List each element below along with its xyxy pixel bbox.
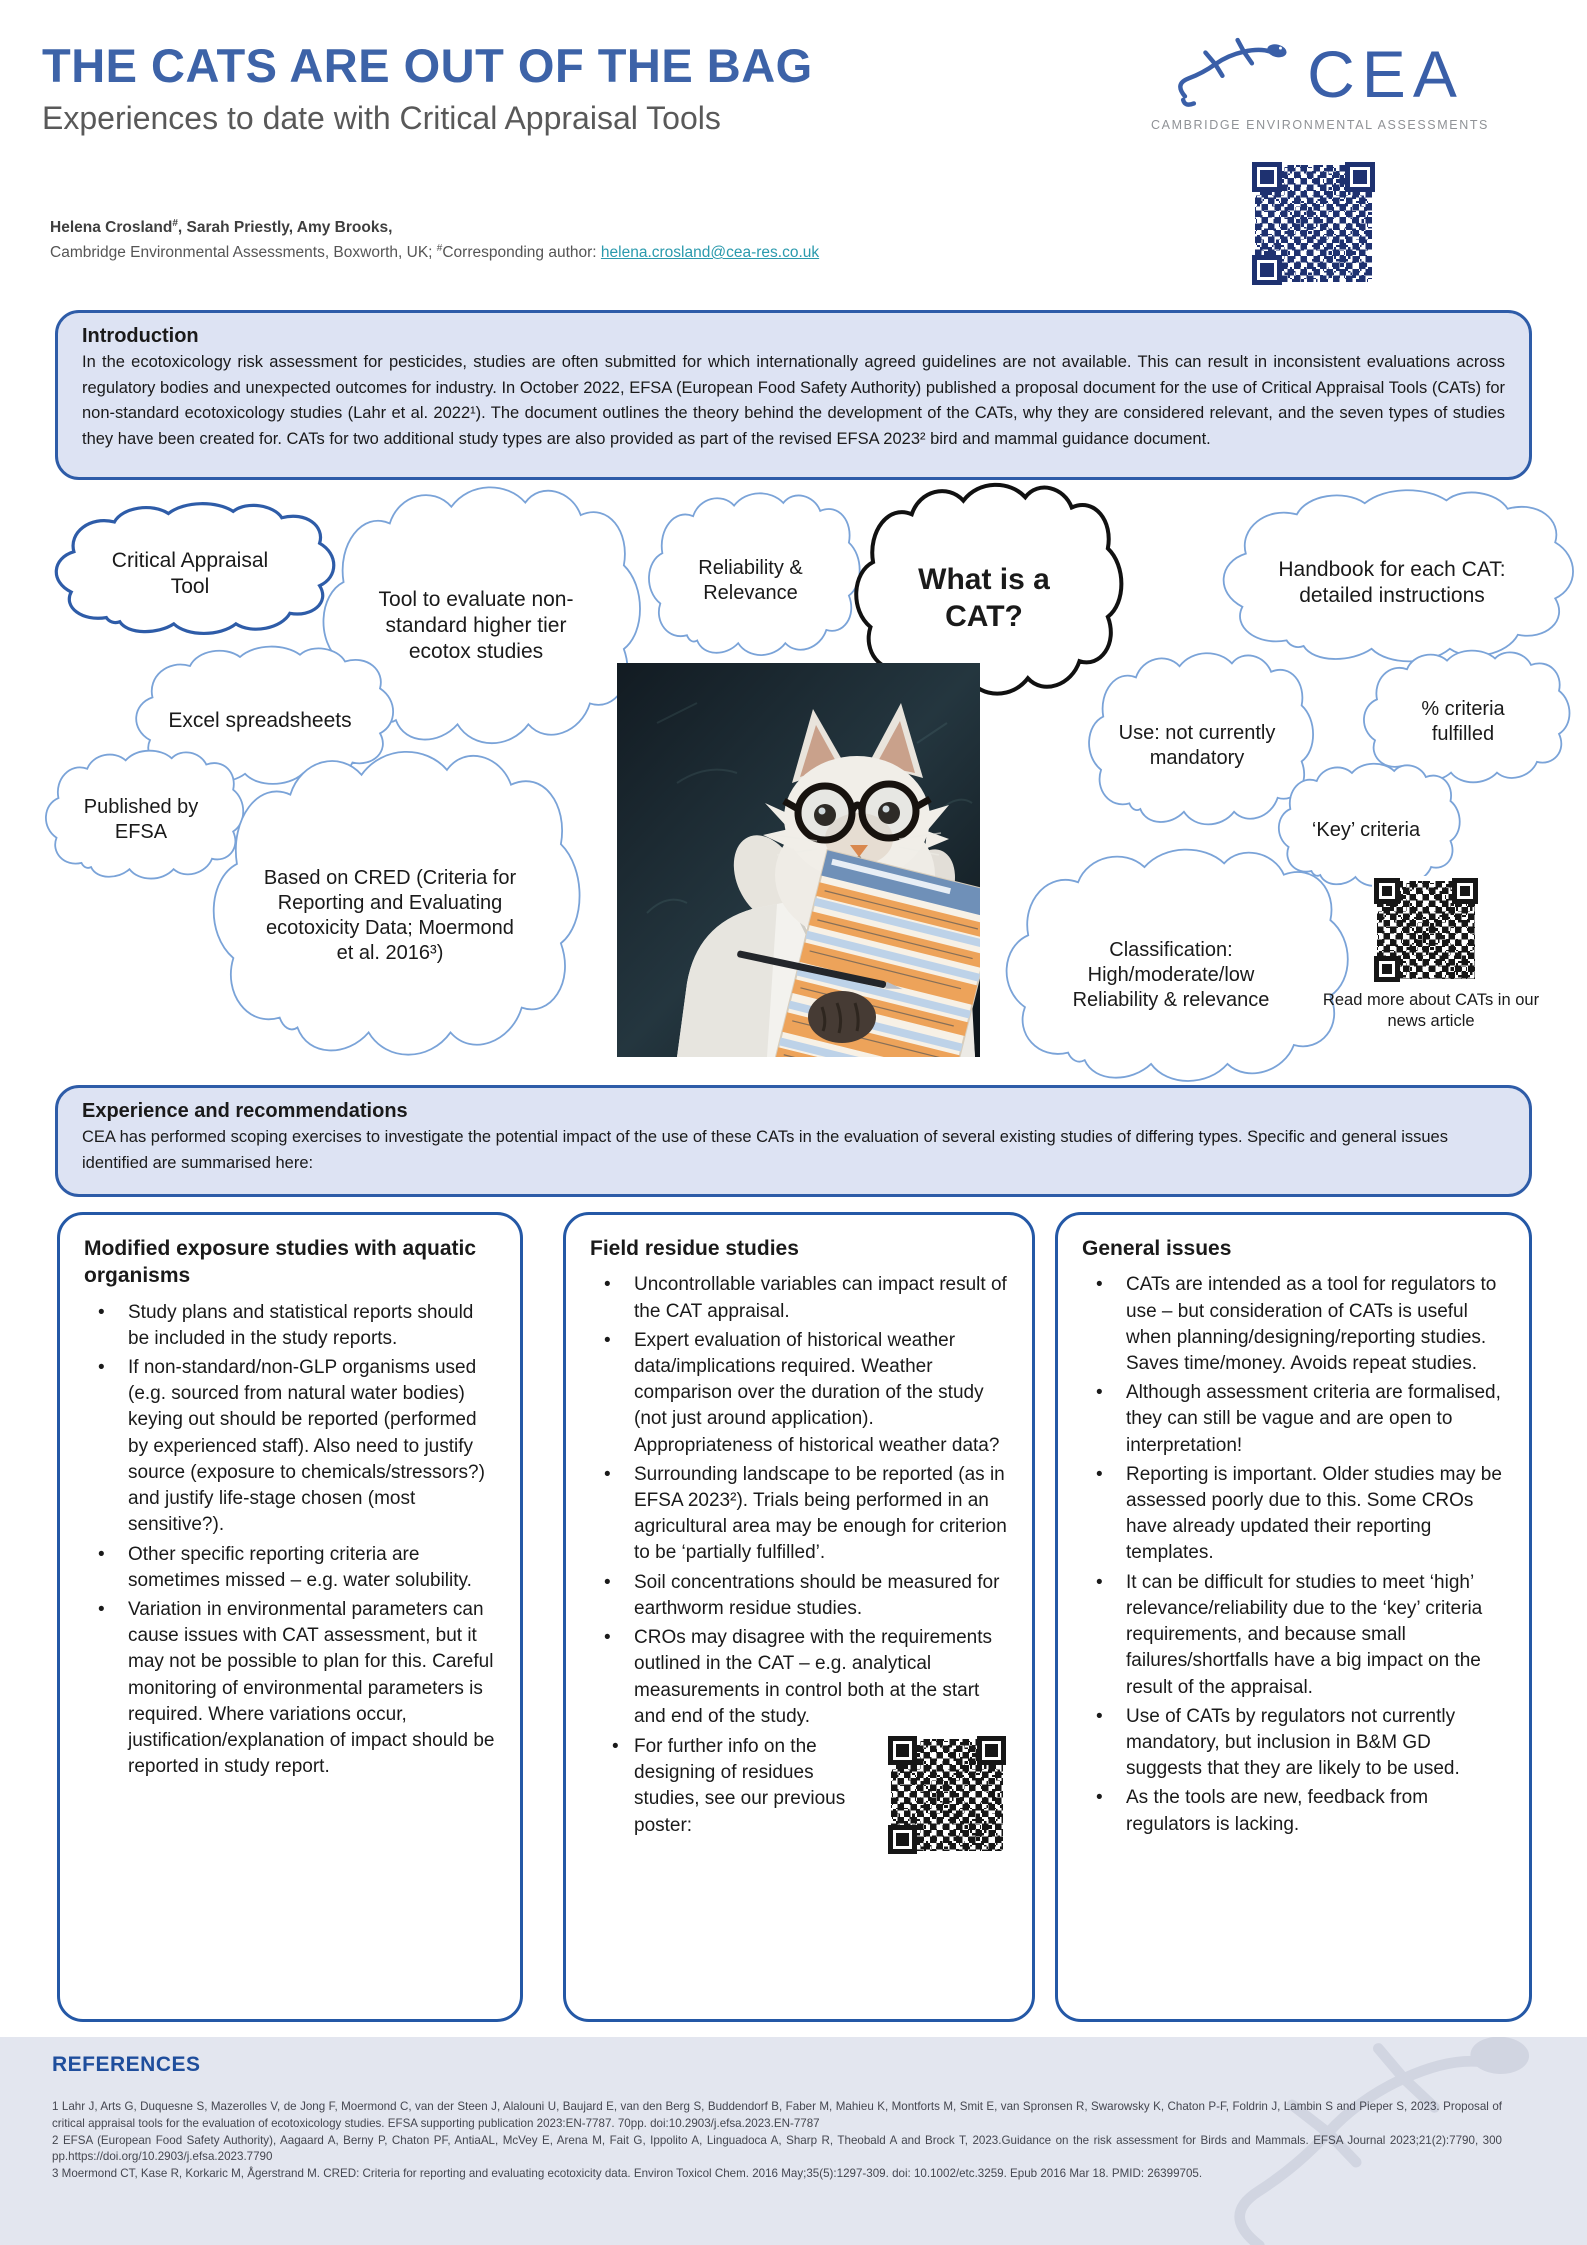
bullet-list: Study plans and statistical reports shou… <box>84 1300 496 1781</box>
thought-cloud-published-by-efsa: Published by EFSA <box>44 749 245 888</box>
bullet-item: It can be difficult for studies to meet … <box>1082 1570 1505 1701</box>
bullet-item: Although assessment criteria are formali… <box>1082 1380 1505 1459</box>
qr-finder-icon <box>888 1736 918 1766</box>
reference-item: 1 Lahr J, Arts G, Duquesne S, Mazerolles… <box>52 2100 1502 2130</box>
previous-poster-qr-code <box>886 1734 1008 1857</box>
reference-item: 3 Moermond CT, Kase R, Korkaric M, Ågers… <box>52 2167 1203 2181</box>
email-link[interactable]: helena.crosland@cea-res.co.uk <box>600 244 820 262</box>
cloud-text: Reliability & Relevance <box>698 557 803 604</box>
page-title: THE CATS ARE OUT OF THE BAG <box>42 39 813 92</box>
thought-cloud-excel-spreadsheets: Excel spreadsheets <box>135 645 395 794</box>
newt-logo-icon: .nw-s{stroke:#3a5fa8;stroke-width:5;} .n… <box>1176 32 1301 116</box>
reference-list: 1 Lahr J, Arts G, Duquesne S, Mazerolles… <box>52 2099 1502 2183</box>
bullet-item: As the tools are new, feedback from regu… <box>1082 1785 1505 1837</box>
bullet-item: Other specific reporting criteria are so… <box>84 1542 496 1594</box>
qr-finder-icon <box>1252 254 1283 285</box>
thought-cloud-based-on-cred: Based on CRED (Criteria for Reporting an… <box>212 755 568 1077</box>
column-heading: General issues <box>1082 1237 1232 1260</box>
cloud-text: Tool to evaluate non-standard higher tie… <box>378 587 574 664</box>
qr-finder-icon <box>976 1736 1006 1766</box>
column-heading: Modified exposure studies with aquatic o… <box>84 1237 477 1288</box>
author-superscript: # <box>172 218 178 229</box>
introduction-body: In the ecotoxicology risk assessment for… <box>82 353 1505 448</box>
cloud-text: ‘Key’ criteria <box>1311 818 1421 841</box>
references-heading: REFERENCES <box>52 2053 201 2076</box>
author-name: Helena Crosland <box>50 219 173 237</box>
bullet-item: If non-standard/non-GLP organisms used (… <box>84 1355 496 1539</box>
cloud-text: Critical Appraisal Tool <box>111 548 269 598</box>
cea-acronym: CEA <box>1307 37 1464 111</box>
cloud-text: Excel spreadsheets <box>168 708 352 732</box>
experience-body: CEA has performed scoping exercises to i… <box>82 1128 1448 1172</box>
experience-heading: Experience and recommendations <box>82 1100 408 1122</box>
bullet-item: Use of CATs by regulators not currently … <box>1082 1704 1505 1783</box>
cat-scientist-image <box>617 663 980 1057</box>
cat-scientist-illustration <box>617 663 980 1057</box>
experience-box: Experience and recommendations CEA has p… <box>55 1085 1532 1197</box>
bullet-item: Uncontrollable variables can impact resu… <box>590 1272 1008 1324</box>
bullet-item: Variation in environmental parameters ca… <box>84 1597 496 1781</box>
newt-watermark-icon <box>1234 2037 1530 2245</box>
cea-logo: .nw-s{stroke:#3a5fa8;stroke-width:5;} .n… <box>1145 32 1495 132</box>
thought-cloud-critical-appraisal-tool: Critical Appraisal Tool <box>55 505 325 643</box>
affiliation-superscript: # <box>436 243 443 254</box>
references-band: REFERENCES 1 Lahr J, Arts G, Duquesne S,… <box>0 2037 1587 2245</box>
cea-logo-row: .nw-s{stroke:#3a5fa8;stroke-width:5;} .n… <box>1145 32 1495 116</box>
qr-finder-icon <box>1252 162 1283 193</box>
thought-cloud-pct-criteria: % criteria fulfilled <box>1362 649 1571 792</box>
bullet-item: Expert evaluation of historical weather … <box>590 1328 1008 1459</box>
cloud-text: Handbook for each CAT: detailed instruct… <box>1278 557 1506 607</box>
qr-finder-icon <box>1344 162 1375 193</box>
column-field-residue: Field residue studies Uncontrollable var… <box>563 1212 1035 2022</box>
affiliation-text: Cambridge Environmental Assessments, Box… <box>50 244 437 262</box>
cloud-text: % criteria fulfilled <box>1421 698 1505 745</box>
bullet-item: Study plans and statistical reports shou… <box>84 1300 496 1352</box>
bullet-item: Soil concentrations should be measured f… <box>590 1570 1008 1622</box>
bullet-item: Surrounding landscape to be reported (as… <box>590 1462 1008 1567</box>
thought-cloud-tool-to-evaluate: Tool to evaluate non-standard higher tie… <box>321 485 642 762</box>
introduction-heading: Introduction <box>82 325 199 347</box>
bullet-list: CATs are intended as a tool for regulato… <box>1082 1272 1505 1838</box>
authors-rest: , Sarah Priestly, Amy Brooks, <box>177 219 393 237</box>
cea-full-name: CAMBRIDGE ENVIRONMENTAL ASSESSMENTS <box>1151 118 1489 132</box>
qr-finder-icon <box>888 1824 918 1855</box>
introduction-box: Introduction In the ecotoxicology risk a… <box>55 310 1532 480</box>
cloud-text: Use: not currently mandatory <box>1118 722 1276 769</box>
bullet-item: Reporting is important. Older studies ma… <box>1082 1462 1505 1567</box>
page-subtitle: Experiences to date with Critical Apprai… <box>42 100 721 136</box>
qr-bullet-text: For further info on the designing of res… <box>590 1734 876 1839</box>
news-article-qr-code <box>1372 876 1480 984</box>
cloud-text: Classification: High/moderate/low Reliab… <box>1072 938 1270 1011</box>
thought-cloud-use-not-mandatory: Use: not currently mandatory <box>1087 651 1315 837</box>
thought-cloud-key-criteria: ‘Key’ criteria <box>1277 762 1461 895</box>
qr-finder-icon <box>1452 878 1478 904</box>
thought-bubble-what-is-a-cat: What is a CAT? <box>855 487 1113 709</box>
cloud-text: Published by EFSA <box>83 796 199 843</box>
qr-bullet-row: For further info on the designing of res… <box>590 1734 1008 1857</box>
affiliation-line: Cambridge Environmental Assessments, Box… <box>50 243 819 262</box>
bullet-list: Uncontrollable variables can impact resu… <box>590 1272 1008 1730</box>
cloud-text: Based on CRED (Criteria for Reporting an… <box>263 867 517 964</box>
cloud-text: What is a CAT? <box>918 562 1050 634</box>
thought-cloud-handbook: Handbook for each CAT: detailed instruct… <box>1222 488 1575 674</box>
thought-cloud-classification: Classification: High/moderate/low Reliab… <box>1004 847 1350 1098</box>
authors-line: Helena Crosland#, Sarah Priestly, Amy Br… <box>50 218 392 237</box>
column-general-issues: General issues CATs are intended as a to… <box>1055 1212 1532 2022</box>
thought-cloud-reliability-relevance: Reliability & Relevance <box>647 492 861 667</box>
news-qr-caption: Read more about CATs in our news article <box>1322 991 1540 1031</box>
qr-finder-icon <box>1374 956 1400 982</box>
reference-item: 2 EFSA (European Food Safety Authority),… <box>52 2133 1502 2164</box>
qr-finder-icon <box>1374 878 1400 904</box>
column-heading: Field residue studies <box>590 1237 799 1260</box>
corresponding-author-label: Corresponding author: <box>442 244 601 262</box>
header-qr-code <box>1250 160 1377 287</box>
column-modified-exposure: Modified exposure studies with aquatic o… <box>57 1212 523 2022</box>
bullet-item: CATs are intended as a tool for regulato… <box>1082 1272 1505 1377</box>
bullet-item: CROs may disagree with the requirements … <box>590 1625 1008 1730</box>
